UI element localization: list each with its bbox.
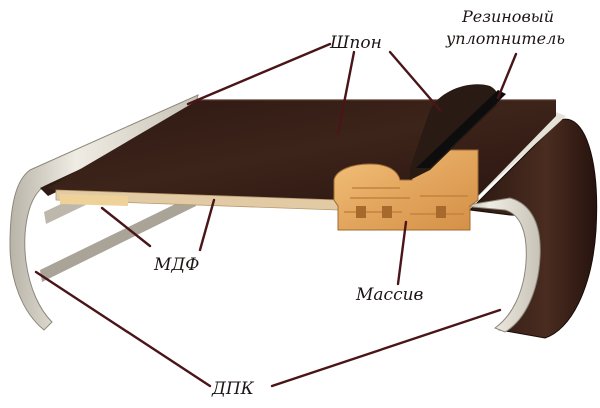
leader-veneer-right — [388, 50, 442, 112]
leader-pvc-left — [34, 270, 212, 388]
leader-pvc-right — [270, 308, 502, 388]
label-seal-line2: уплотнитель — [445, 29, 565, 48]
leader-mdf-left — [100, 206, 152, 248]
label-solid-wood: Массив — [355, 285, 424, 305]
leader-veneer-left — [186, 42, 332, 106]
leader-seal — [496, 52, 518, 100]
label-pvc: ДПК — [211, 379, 255, 399]
leader-mdf-right — [198, 198, 216, 252]
leader-lines — [34, 42, 518, 388]
label-seal-line1: Резиновый — [461, 7, 554, 26]
label-veneer: Шпон — [329, 33, 382, 53]
label-mdf: МДФ — [153, 255, 199, 275]
rubber-seal — [410, 84, 506, 180]
leader-solid-wood — [396, 220, 408, 286]
solid-wood-block — [333, 149, 479, 231]
leader-veneer-middle — [336, 50, 356, 136]
